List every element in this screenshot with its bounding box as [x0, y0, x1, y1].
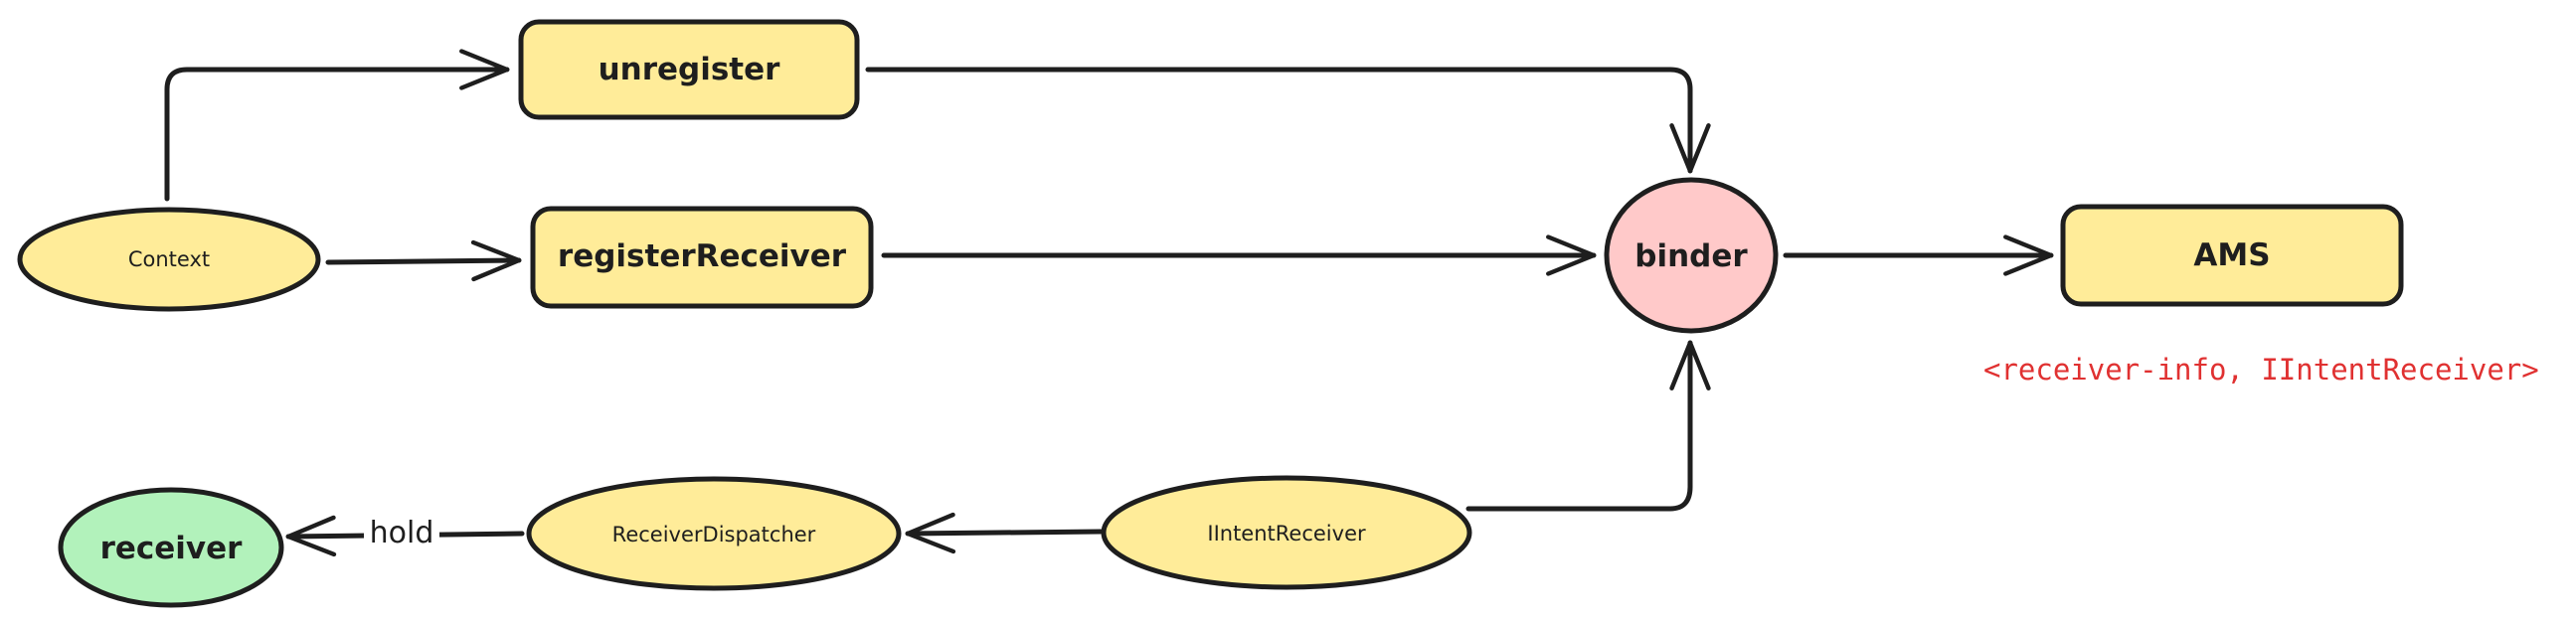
node-receiver-label: receiver [100, 531, 244, 566]
node-unregister[interactable]: unregister [518, 19, 860, 120]
edge-label-hold-bg [364, 515, 439, 552]
arrow-unregister-to-binder [865, 67, 1711, 174]
node-iintentreceiver-label: IIntentReceiver [1207, 522, 1366, 545]
edge-label-hold-text: hold [370, 516, 434, 550]
node-ams[interactable]: AMS [2060, 204, 2404, 307]
node-unregister-label: unregister [599, 52, 781, 87]
annotation-receiver-info: <receiver-info, IIntentReceiver> [1983, 353, 2539, 387]
node-ams-label: AMS [2193, 237, 2270, 273]
node-context[interactable]: Context [17, 207, 321, 312]
node-unregister-shape[interactable] [518, 19, 860, 120]
connectors [164, 49, 2054, 557]
node-context-shape[interactable] [17, 207, 321, 312]
node-registerreceiver[interactable]: registerReceiver [530, 206, 874, 309]
node-receiverdispatcher-shape[interactable] [526, 476, 902, 591]
node-registerreceiver-label: registerReceiver [558, 238, 847, 274]
node-binder-label: binder [1634, 238, 1748, 274]
edge-label-hold: hold [364, 515, 439, 552]
node-binder[interactable]: binder [1604, 177, 1779, 334]
node-registerreceiver-shape[interactable] [530, 206, 874, 309]
node-binder-shape[interactable] [1604, 177, 1779, 334]
node-context-label: Context [128, 247, 210, 271]
arrow-iintentreceiver-to-receiverdispatcher [905, 512, 1104, 554]
node-receiverdispatcher-label: ReceiverDispatcher [612, 523, 816, 546]
arrow-context-to-unregister [164, 49, 510, 202]
node-receiver-shape[interactable] [58, 487, 284, 608]
node-iintentreceiver[interactable]: IIntentReceiver [1101, 475, 1472, 590]
arrow-context-to-registerreceiver [325, 239, 522, 282]
node-ams-shape[interactable] [2060, 204, 2404, 307]
node-receiverdispatcher[interactable]: ReceiverDispatcher [526, 476, 902, 591]
node-receiver[interactable]: receiver [58, 487, 284, 608]
arrow-iintentreceiver-to-binder [1465, 340, 1711, 512]
node-iintentreceiver-shape[interactable] [1101, 475, 1472, 590]
